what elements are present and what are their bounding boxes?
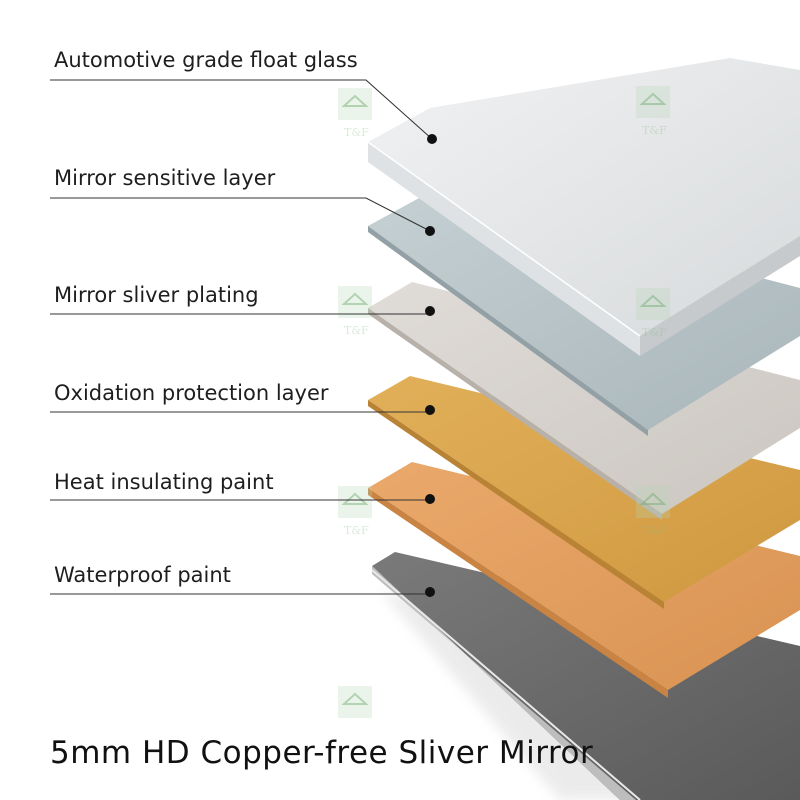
leader-dot <box>427 134 437 144</box>
layer-oxidation-protection <box>368 376 800 609</box>
label-oxidation-protection: Oxidation protection layer <box>54 381 329 405</box>
layer-waterproof-paint <box>371 552 800 800</box>
leader-line <box>50 197 431 232</box>
leader-dot <box>425 494 435 504</box>
watermark-text: T&F <box>344 324 369 337</box>
label-waterproof-paint: Waterproof paint <box>54 563 231 587</box>
watermark: T&F T&F T&F T&F T&F T&F <box>338 86 670 718</box>
leader-dot <box>425 405 435 415</box>
label-heat-insulating-paint: Heat insulating paint <box>54 470 274 494</box>
leader-dot <box>425 226 435 236</box>
watermark-logo-icon <box>338 686 372 718</box>
watermark-text: T&F <box>642 524 667 537</box>
callout-heat-insulating-paint: Heat insulating paint <box>50 470 435 504</box>
diagram-title: 5mm HD Copper-free Sliver Mirror <box>50 735 593 771</box>
layer-stack <box>367 58 800 800</box>
label-mirror-sensitive: Mirror sensitive layer <box>54 166 276 190</box>
watermark-text: T&F <box>642 124 667 137</box>
callout-mirror-sensitive: Mirror sensitive layer <box>50 166 435 236</box>
layer-float-glass <box>367 58 800 356</box>
leader-line <box>50 79 433 140</box>
label-float-glass: Automotive grade float glass <box>54 48 358 72</box>
watermark-logo-icon: T&F <box>636 486 670 537</box>
callout-oxidation-protection: Oxidation protection layer <box>50 381 435 415</box>
watermark-logo-icon: T&F <box>636 86 670 137</box>
leader-dot <box>425 306 435 316</box>
label-mirror-silver-plating: Mirror sliver plating <box>54 283 259 307</box>
watermark-logo-icon: T&F <box>338 486 372 537</box>
layer-mirror-silver-plating <box>368 282 800 520</box>
watermark-logo-icon: T&F <box>338 88 372 139</box>
callout-waterproof-paint: Waterproof paint <box>50 563 435 597</box>
watermark-logo-icon: T&F <box>338 286 372 337</box>
watermark-text: T&F <box>344 126 369 139</box>
leader-dot <box>425 587 435 597</box>
callout-float-glass: Automotive grade float glass <box>50 48 437 144</box>
callout-mirror-silver-plating: Mirror sliver plating <box>50 283 435 316</box>
watermark-text: T&F <box>344 524 369 537</box>
watermark-logo-icon: T&F <box>636 288 670 339</box>
watermark-text: T&F <box>642 326 667 339</box>
layer-heat-insulating-paint <box>368 462 800 698</box>
